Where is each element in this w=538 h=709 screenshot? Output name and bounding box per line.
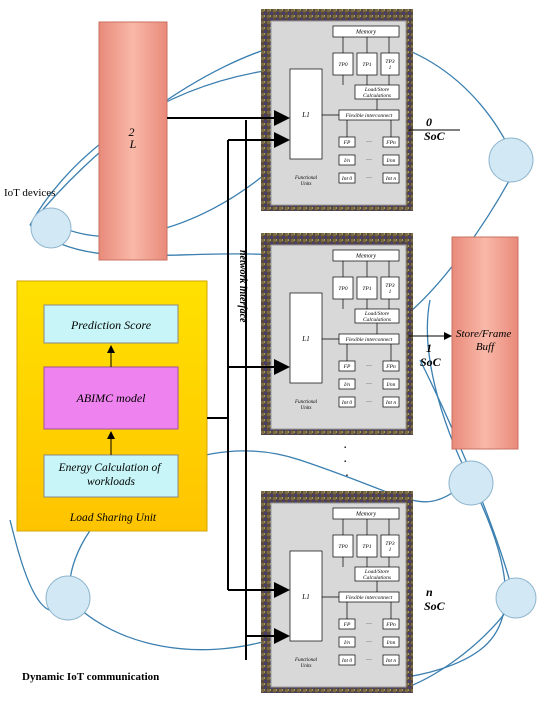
int0-label: Int 0 <box>341 400 352 406</box>
wire <box>70 600 270 650</box>
int0-label: Int 0 <box>341 658 352 664</box>
socn-text: n SoC <box>424 585 446 613</box>
ellipsis: … <box>366 620 372 626</box>
fp-label: FP <box>343 622 351 628</box>
l1-label: L1 <box>301 111 309 119</box>
abimc-model-label: ABIMC model <box>76 391 147 405</box>
in-a-label: I/n <box>343 382 350 388</box>
intn-label: Int n <box>385 658 396 664</box>
tp1-label: TP1 <box>362 62 371 68</box>
in-b-label: I/nn <box>386 158 396 164</box>
ellipsis: … <box>366 174 372 180</box>
in-b-label: I/nn <box>386 382 396 388</box>
intn-label: Int n <box>385 400 396 406</box>
int0-label: Int 0 <box>341 176 352 182</box>
tp0-label: TP0 <box>338 286 347 292</box>
iot-device-circle <box>449 461 493 505</box>
tp0-label: TP0 <box>338 62 347 68</box>
l1-label: L1 <box>301 335 309 343</box>
iot-devices-label: IoT devices <box>4 187 55 199</box>
ellipsis: … <box>366 362 372 368</box>
soc0-text: 0 SoC <box>424 115 446 143</box>
flexible-interconnect-label: Flexible interconnect <box>345 337 393 343</box>
flexible-interconnect-label: Flexible interconnect <box>345 595 393 601</box>
l1-label: L1 <box>301 593 309 601</box>
iot-device-circle <box>489 138 533 182</box>
ellipsis: … <box>366 138 372 144</box>
memory-label: Memory <box>355 30 376 36</box>
memory-label: Memory <box>355 512 376 518</box>
ellipsis: … <box>366 398 372 404</box>
tp0-label: TP0 <box>338 544 347 550</box>
wire <box>400 600 515 690</box>
fp-label: FP <box>343 140 351 146</box>
fpn-label: FPn <box>385 140 396 146</box>
fp-label: FP <box>343 364 351 370</box>
in-a-label: I/n <box>343 158 350 164</box>
flexible-interconnect-label: Flexible interconnect <box>345 113 393 119</box>
l2-label: 2 L <box>129 125 138 151</box>
intn-label: Int n <box>385 176 396 182</box>
in-b-label: I/nn <box>386 640 396 646</box>
in-a-label: I/n <box>343 640 350 646</box>
dynamic-iot-label: Dynamic IoT communication <box>22 671 159 683</box>
tp1-label: TP1 <box>362 286 371 292</box>
ellipsis: … <box>366 156 372 162</box>
tp1-label: TP1 <box>362 544 371 550</box>
fpn-label: FPn <box>385 622 396 628</box>
iot-device-circle <box>31 208 71 248</box>
fpn-label: FPn <box>385 364 396 370</box>
network-interface-label: network interface <box>237 250 248 323</box>
soc1-text: 1 SoC <box>420 341 442 369</box>
prediction-score-label: Prediction Score <box>70 318 152 332</box>
load-sharing-title: Load Sharing Unit <box>69 512 157 524</box>
iot-device-circle <box>46 576 90 620</box>
iot-device-circle <box>496 578 536 618</box>
ellipsis: … <box>366 638 372 644</box>
ellipsis: … <box>366 656 372 662</box>
memory-label: Memory <box>355 254 376 260</box>
ellipsis: … <box>366 380 372 386</box>
